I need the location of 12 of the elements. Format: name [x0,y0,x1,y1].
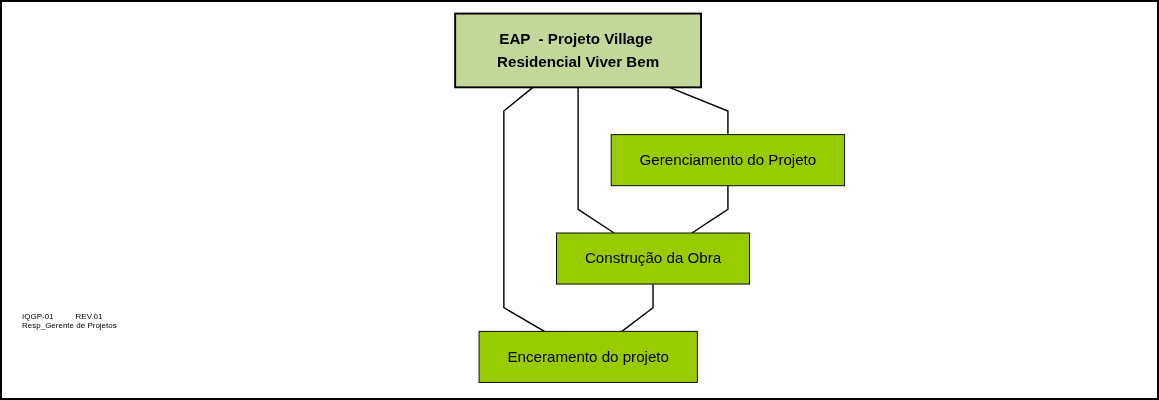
note-text: REV.01 [75,312,103,321]
node-box: Construção da Obra [556,232,751,285]
note-text: IQGP-01 [22,312,54,321]
connector [503,86,546,333]
connector [668,86,729,136]
connector [577,86,615,234]
connector [621,283,654,333]
connector [691,185,729,234]
node-box: Enceramento do projeto [478,330,698,383]
note-text: Resp_Gerente de Projetos [22,321,117,330]
node-box: EAP - Projeto Village Residencial Viver Bem [454,12,703,89]
node-box: Gerenciamento do Projeto [610,134,846,187]
